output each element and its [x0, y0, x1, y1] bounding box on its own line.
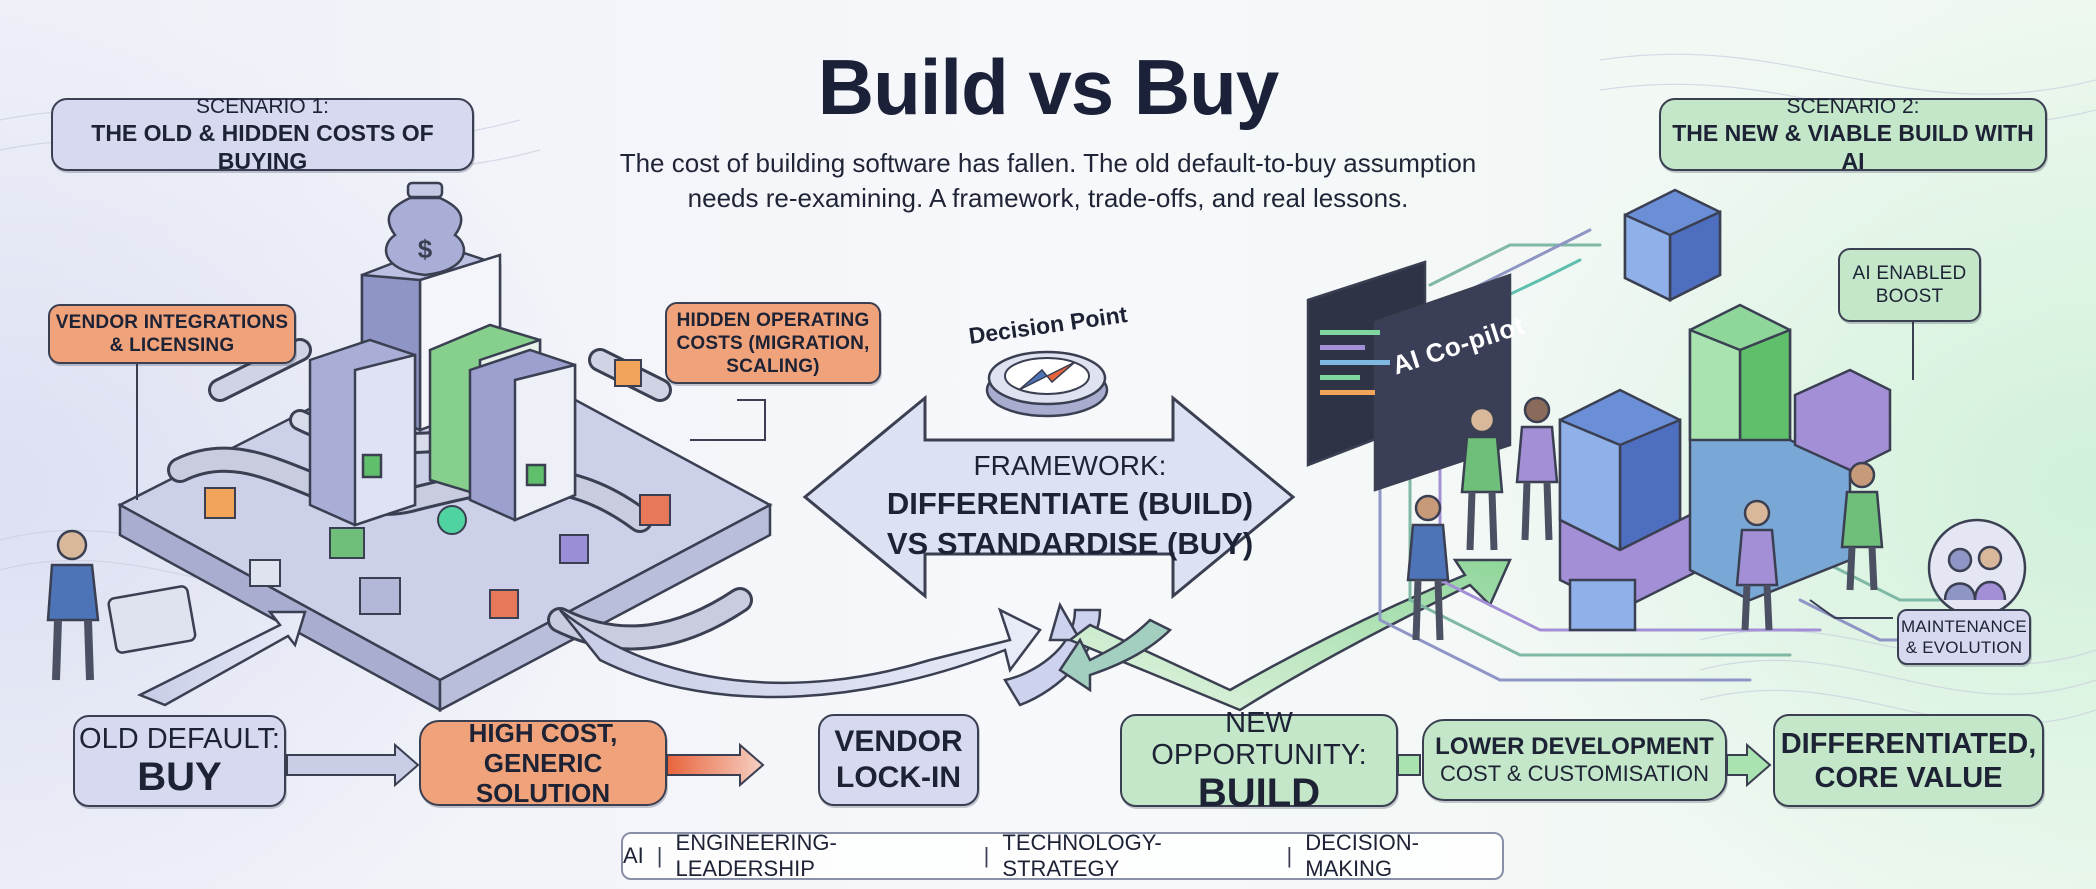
old-default-label: OLD DEFAULT:	[79, 723, 280, 755]
callout-hidden-costs: HIDDEN OPERATING COSTS (MIGRATION, SCALI…	[665, 302, 881, 384]
callout-hidden-line-1: HIDDEN OPERATING	[676, 309, 870, 331]
callout-hidden-line-2: COSTS (MIGRATION,	[676, 332, 870, 354]
scenario-1-title: THE OLD & HIDDEN COSTS OF BUYING	[91, 119, 434, 174]
vendor-lockin-line-1: VENDOR	[834, 725, 963, 758]
callout-vendor-line-1: VENDOR INTEGRATIONS	[55, 312, 289, 333]
scenario-2-label: SCENARIO 2: THE NEW & VIABLE BUILD WITH …	[1659, 94, 2047, 174]
vendor-servers	[308, 243, 577, 527]
framework-line-2: VS STANDARDISE (BUY)	[886, 526, 1254, 561]
tag-separator: |	[983, 843, 990, 868]
new-opportunity-box: NEW OPPORTUNITY: BUILD	[1120, 707, 1398, 815]
page-title: Build vs Buy	[817, 43, 1279, 131]
tag-separator: |	[656, 843, 663, 868]
tag-separator: |	[1286, 843, 1293, 868]
flow-arrows	[286, 742, 1772, 788]
svg-text:$: $	[418, 234, 433, 264]
tag-technology-strategy[interactable]: TECHNOLOGY-STRATEGY	[1002, 830, 1162, 881]
tag-ai[interactable]: AI	[623, 843, 644, 868]
vendor-lockin-box: VENDOR LOCK-IN	[818, 714, 979, 806]
differentiated-line-1: DIFFERENTIATED,	[1780, 727, 2037, 760]
money-bag-icon: $	[384, 181, 466, 277]
tag-decision-making[interactable]: DECISION-MAKING	[1305, 830, 1419, 881]
buy-paths	[136, 607, 1042, 707]
scenario-1-number: SCENARIO 1:	[195, 94, 330, 118]
callout-ai-line-1: AI ENABLED	[1852, 263, 1967, 284]
subtitle-line-1: The cost of building software has fallen…	[619, 148, 1477, 178]
framework-text: FRAMEWORK: DIFFERENTIATE (BUILD) VS STAN…	[855, 448, 1285, 564]
callout-vendor-integrations: VENDOR INTEGRATIONS & LICENSING	[48, 304, 296, 364]
scenario-1-label: SCENARIO 1: THE OLD & HIDDEN COSTS OF BU…	[51, 94, 474, 174]
page-subtitle: The cost of building software has fallen…	[548, 146, 1548, 216]
builders	[1406, 396, 1884, 641]
new-opportunity-value: BUILD	[1197, 770, 1321, 815]
callout-ai-boost: AI ENABLED BOOST	[1838, 248, 1981, 322]
callout-maintenance: MAINTENANCE & EVOLUTION	[1897, 609, 2031, 665]
old-default-box: OLD DEFAULT: BUY	[73, 715, 286, 807]
scenario-2-number: SCENARIO 2:	[1786, 94, 1920, 118]
callout-maint-line-1: MAINTENANCE	[1901, 617, 2027, 636]
callout-ai-line-2: BOOST	[1875, 286, 1944, 307]
high-cost-line-1: HIGH COST,	[468, 718, 618, 748]
new-opportunity-label: NEW OPPORTUNITY:	[1151, 706, 1367, 771]
framework-arrow	[802, 394, 1296, 707]
differentiated-box: DIFFERENTIATED, CORE VALUE	[1773, 714, 2044, 807]
old-default-value: BUY	[137, 755, 222, 799]
framework-line-1: DIFFERENTIATE (BUILD)	[886, 486, 1254, 521]
framework-label: FRAMEWORK:	[973, 450, 1167, 481]
callout-lines	[136, 322, 1914, 619]
vendor-lockin-line-2: LOCK-IN	[836, 761, 961, 794]
high-cost-box: HIGH COST, GENERIC SOLUTION	[419, 718, 667, 808]
build-ramp	[1058, 558, 1512, 712]
tag-engineering-leadership[interactable]: ENGINEERING-LEADERSHIP	[675, 830, 837, 881]
tag-bar: AI | ENGINEERING-LEADERSHIP | TECHNOLOGY…	[621, 830, 1504, 881]
high-cost-line-2: GENERIC SOLUTION	[475, 748, 611, 808]
build-blocks	[1558, 188, 1892, 632]
compass-icon	[985, 350, 1109, 418]
lower-cost-box: LOWER DEVELOPMENT COST & CUSTOMISATION	[1422, 719, 1727, 801]
stressed-person	[46, 529, 197, 681]
lower-cost-line-1: LOWER DEVELOPMENT	[1435, 733, 1714, 760]
team-avatar	[1927, 518, 2027, 618]
differentiated-line-2: CORE VALUE	[1814, 761, 2003, 794]
callout-vendor-line-2: & LICENSING	[109, 335, 235, 356]
lower-cost-line-2: COST & CUSTOMISATION	[1440, 761, 1709, 786]
callout-hidden-line-3: SCALING)	[726, 355, 820, 377]
pipe-fittings	[204, 359, 671, 619]
subtitle-line-2: needs re-examining. A framework, trade-o…	[687, 183, 1409, 213]
callout-maint-line-2: & EVOLUTION	[1905, 638, 2023, 657]
scenario-2-title: THE NEW & VIABLE BUILD WITH AI	[1672, 119, 2034, 174]
